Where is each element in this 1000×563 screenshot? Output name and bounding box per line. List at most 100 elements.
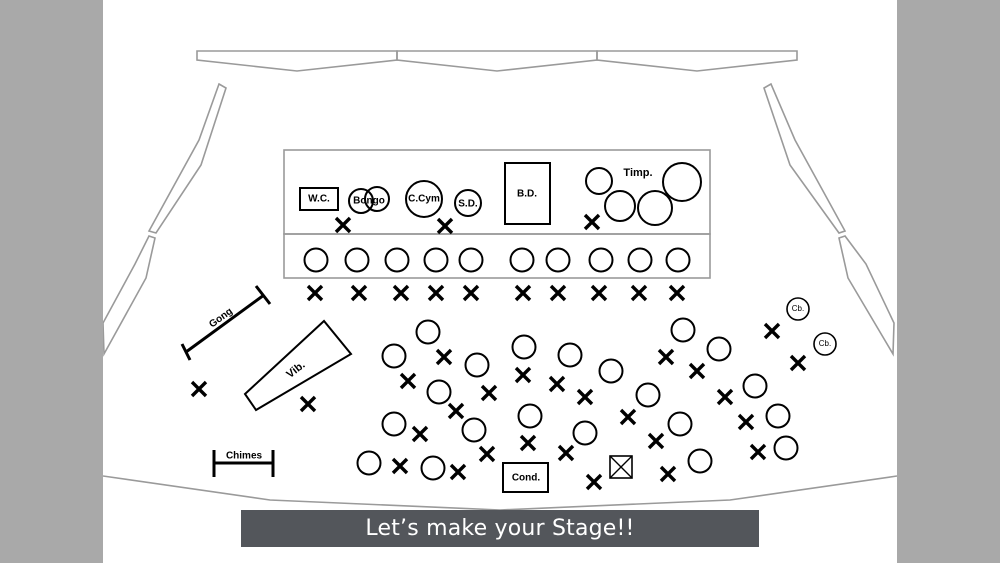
chair-icon[interactable] bbox=[667, 411, 693, 437]
player-position-icon[interactable] bbox=[630, 284, 648, 302]
chair-icon[interactable] bbox=[356, 450, 382, 476]
bongo-drum-left[interactable] bbox=[348, 188, 374, 214]
chimes-instrument[interactable] bbox=[212, 450, 275, 477]
chair-icon[interactable] bbox=[706, 336, 732, 362]
snare-drum-label: S.D. bbox=[458, 199, 478, 210]
wood-block-label: W.C. bbox=[308, 194, 330, 205]
player-position-icon[interactable] bbox=[737, 413, 755, 431]
chair-icon[interactable] bbox=[426, 379, 452, 405]
player-position-icon[interactable] bbox=[447, 402, 465, 420]
boxed-cross-icon-lines bbox=[609, 455, 633, 479]
player-position-icon[interactable] bbox=[399, 372, 417, 390]
player-position-icon[interactable] bbox=[411, 425, 429, 443]
chair-icon[interactable] bbox=[511, 334, 537, 360]
crash-cymbal-label: C.Cym bbox=[408, 194, 440, 205]
chair-icon[interactable] bbox=[517, 403, 543, 429]
player-position-icon[interactable] bbox=[449, 463, 467, 481]
player-position-icon[interactable] bbox=[514, 284, 532, 302]
chair-icon[interactable] bbox=[344, 247, 370, 273]
boxed-cross-icon[interactable] bbox=[609, 455, 633, 479]
timpani-drum[interactable] bbox=[585, 167, 613, 195]
chair-icon[interactable] bbox=[598, 358, 624, 384]
chair-icon[interactable] bbox=[381, 343, 407, 369]
chair-icon[interactable] bbox=[572, 420, 598, 446]
player-position-icon[interactable] bbox=[299, 395, 317, 413]
chair-icon[interactable] bbox=[557, 342, 583, 368]
player-position-icon[interactable] bbox=[557, 444, 575, 462]
contrabass-1[interactable] bbox=[786, 297, 810, 321]
player-position-icon[interactable] bbox=[688, 362, 706, 380]
player-position-icon[interactable] bbox=[647, 432, 665, 450]
stage-front-edge bbox=[103, 475, 897, 511]
gong-instrument[interactable] bbox=[180, 285, 272, 361]
player-position-icon[interactable] bbox=[350, 284, 368, 302]
player-position-icon[interactable] bbox=[478, 445, 496, 463]
chair-icon[interactable] bbox=[423, 247, 449, 273]
player-position-icon[interactable] bbox=[549, 284, 567, 302]
chair-icon[interactable] bbox=[773, 435, 799, 461]
chair-icon[interactable] bbox=[415, 319, 441, 345]
player-position-icon[interactable] bbox=[716, 388, 734, 406]
player-position-icon[interactable] bbox=[306, 284, 324, 302]
chair-icon[interactable] bbox=[588, 247, 614, 273]
chair-icon[interactable] bbox=[381, 411, 407, 437]
chair-icon[interactable] bbox=[635, 382, 661, 408]
chair-icon[interactable] bbox=[765, 403, 791, 429]
player-position-icon[interactable] bbox=[583, 213, 601, 231]
chair-icon[interactable] bbox=[509, 247, 535, 273]
vibraphone-instrument[interactable] bbox=[243, 319, 353, 412]
riser-front bbox=[283, 233, 711, 279]
bass-drum-instrument[interactable] bbox=[504, 162, 551, 225]
chair-icon[interactable] bbox=[458, 247, 484, 273]
make-stage-banner[interactable]: Let’s make your Stage!! bbox=[241, 510, 759, 547]
player-position-icon[interactable] bbox=[514, 366, 532, 384]
chair-icon[interactable] bbox=[545, 247, 571, 273]
player-position-icon[interactable] bbox=[435, 348, 453, 366]
wood-block-instrument[interactable] bbox=[299, 187, 339, 211]
chair-icon[interactable] bbox=[665, 247, 691, 273]
player-position-icon[interactable] bbox=[190, 380, 208, 398]
snare-drum-instrument[interactable] bbox=[454, 189, 482, 217]
timpani-drum[interactable] bbox=[662, 162, 702, 202]
crash-cymbal-instrument[interactable] bbox=[405, 180, 443, 218]
chimes-label: Chimes bbox=[226, 451, 263, 462]
player-position-icon[interactable] bbox=[657, 348, 675, 366]
chair-icon[interactable] bbox=[384, 247, 410, 273]
player-position-icon[interactable] bbox=[749, 443, 767, 461]
chair-icon[interactable] bbox=[687, 448, 713, 474]
player-position-icon[interactable] bbox=[334, 216, 352, 234]
bass-drum-label: B.D. bbox=[517, 189, 537, 200]
timpani-drum[interactable] bbox=[637, 190, 673, 226]
player-position-icon[interactable] bbox=[391, 457, 409, 475]
chair-icon[interactable] bbox=[464, 352, 490, 378]
player-position-icon[interactable] bbox=[548, 375, 566, 393]
timpani-drum[interactable] bbox=[604, 190, 636, 222]
player-position-icon[interactable] bbox=[590, 284, 608, 302]
chair-icon[interactable] bbox=[461, 417, 487, 443]
chair-icon[interactable] bbox=[303, 247, 329, 273]
player-position-icon[interactable] bbox=[436, 217, 454, 235]
side-wall-right-lower bbox=[838, 235, 895, 357]
player-position-icon[interactable] bbox=[659, 465, 677, 483]
player-position-icon[interactable] bbox=[763, 322, 781, 340]
bongo-drum-right[interactable] bbox=[364, 186, 390, 212]
player-position-icon[interactable] bbox=[585, 473, 603, 491]
chair-icon[interactable] bbox=[742, 373, 768, 399]
player-position-icon[interactable] bbox=[480, 384, 498, 402]
chair-icon[interactable] bbox=[627, 247, 653, 273]
contrabass-2[interactable] bbox=[813, 332, 837, 356]
player-position-icon[interactable] bbox=[619, 408, 637, 426]
player-position-icon[interactable] bbox=[392, 284, 410, 302]
conductor-podium[interactable] bbox=[502, 462, 549, 493]
chair-icon[interactable] bbox=[670, 317, 696, 343]
player-position-icon[interactable] bbox=[462, 284, 480, 302]
player-position-icon[interactable] bbox=[668, 284, 686, 302]
player-position-icon[interactable] bbox=[576, 388, 594, 406]
chair-icon[interactable] bbox=[420, 455, 446, 481]
player-position-icon[interactable] bbox=[519, 434, 537, 452]
timpani-label: Timp. bbox=[623, 167, 652, 179]
player-position-icon[interactable] bbox=[427, 284, 445, 302]
player-position-icon[interactable] bbox=[789, 354, 807, 372]
